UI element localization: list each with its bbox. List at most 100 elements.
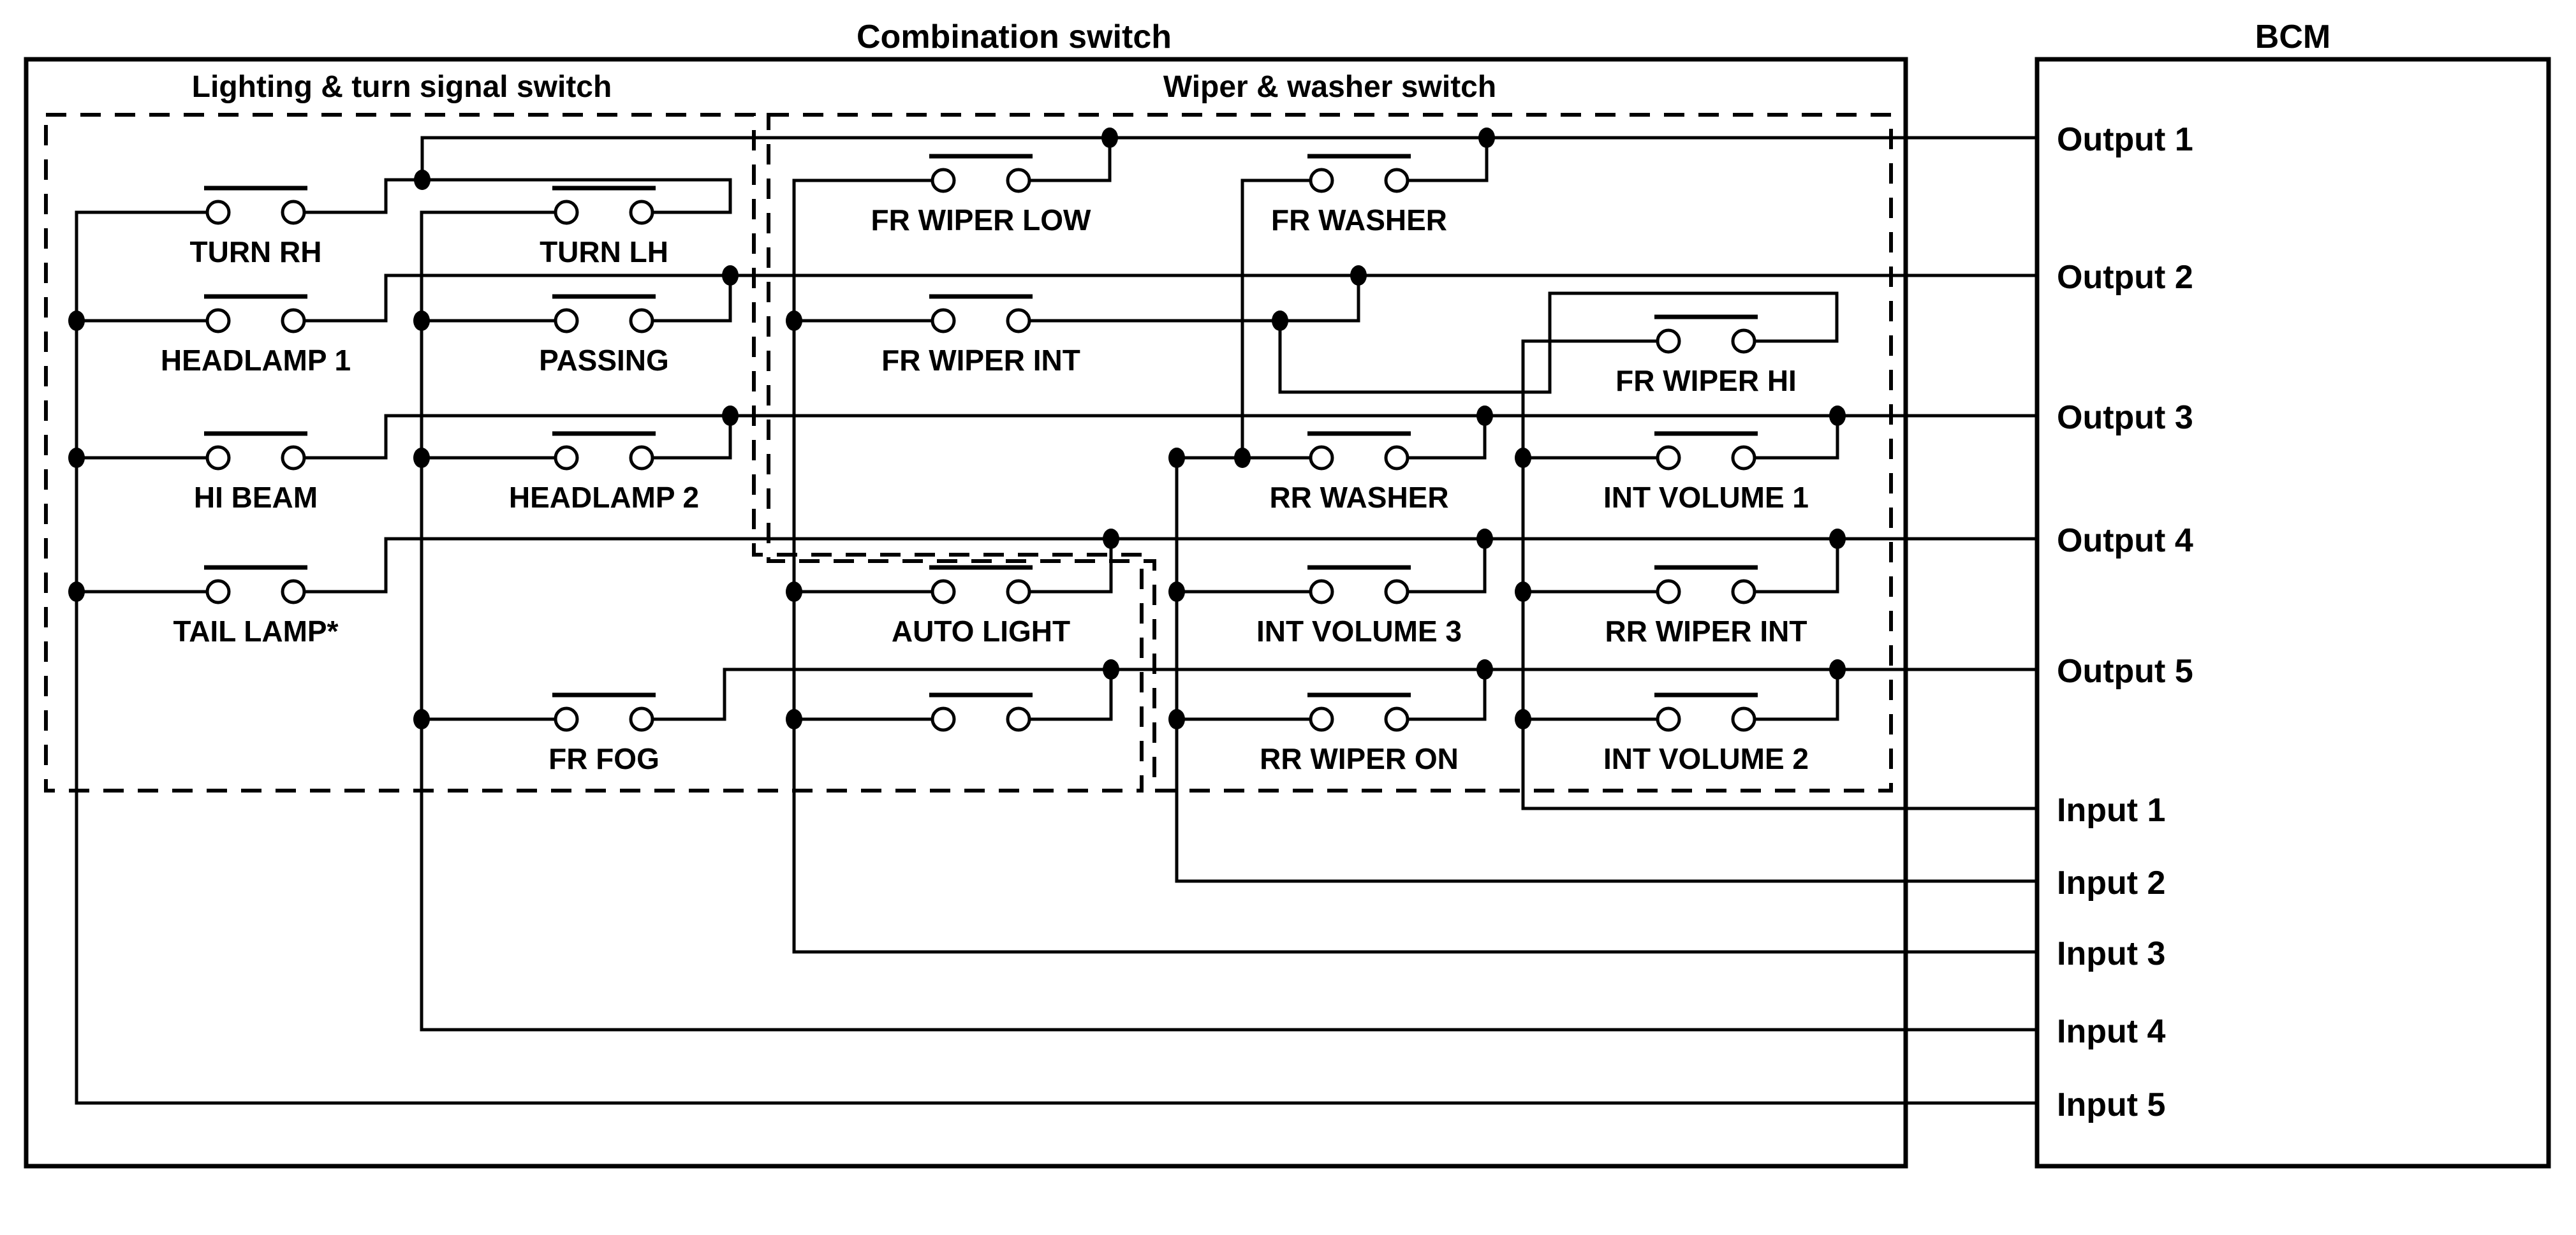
switch-fr-washer-label: FR WASHER (1271, 203, 1447, 237)
bus-input-5 (75, 210, 2039, 1105)
contact-circle (205, 200, 231, 225)
junction-dot (722, 406, 739, 426)
contact-circle (1384, 579, 1409, 604)
junction-dot (413, 448, 430, 468)
switch-int-volume-3: INT VOLUME 3 (1177, 565, 1485, 648)
wire-output-5 (723, 668, 2039, 721)
junction-dot (1168, 709, 1185, 729)
junction-dot (786, 311, 802, 331)
junction-dot (1478, 128, 1495, 148)
junction-dot (413, 311, 430, 331)
junction-dot (414, 170, 431, 190)
switch-fr-washer: FR WASHER (1242, 154, 1487, 237)
switch-fr-wiper-int: FR WIPER INT (794, 294, 1358, 377)
wiper-group-label: Wiper & washer switch (1163, 70, 1496, 104)
switch-int-volume-2-label: INT VOLUME 2 (1603, 742, 1809, 775)
switch-rr-wiper-on: RR WIPER ON (1177, 692, 1485, 775)
contact-circle (1006, 308, 1031, 333)
contact-circle (281, 579, 306, 604)
bcm-input-1-label: Input 1 (2057, 792, 2165, 829)
switch-fr-fog: FR FOG (422, 692, 725, 775)
junction-dot (1350, 265, 1367, 286)
bcm-input-3-label: Input 3 (2057, 935, 2165, 972)
switch-passing: PASSING (422, 294, 730, 377)
bus-input-1 (1521, 339, 2039, 810)
switch-fr-wiper-low: FR WIPER LOW (794, 154, 1110, 237)
contact-circle (1731, 706, 1756, 732)
bus-input-4 (420, 210, 2039, 1032)
lighting-group-label: Lighting & turn signal switch (192, 70, 612, 104)
contact-circle (629, 200, 654, 225)
switch-headlamp-1: HEADLAMP 1 (77, 294, 386, 377)
wiper-group-dashed-boundary (767, 113, 1893, 793)
contact-circle (1309, 706, 1334, 732)
contact-circle (205, 308, 231, 333)
switch-int-volume-1: INT VOLUME 1 (1523, 431, 1837, 514)
switch-rr-wiper-int: RR WIPER INT (1523, 565, 1837, 648)
contact-circle (629, 706, 654, 732)
switch-turn-lh-label: TURN LH (540, 235, 668, 268)
wire-output-2 (384, 274, 2039, 323)
contact-circle (281, 445, 306, 471)
contact-circle (205, 445, 231, 471)
lighting-group-dashed-boundary (44, 113, 1144, 793)
junction-dot (1476, 529, 1493, 549)
switch-fr-wiper-hi: FR WIPER HI (1523, 314, 1837, 397)
switch-tail-lamp: TAIL LAMP* (77, 565, 386, 648)
contact-circle (554, 200, 579, 225)
junction-dot (786, 581, 802, 602)
junction-dot (68, 581, 85, 602)
switch-fr-wiper-hi-label: FR WIPER HI (1616, 364, 1797, 397)
bcm-output-5-label: Output 5 (2057, 653, 2193, 690)
junction-dot (1168, 581, 1185, 602)
bus-input-3 (792, 179, 2039, 954)
switch-fr-wiper-int-label: FR WIPER INT (881, 344, 1080, 377)
junction-dot (722, 265, 739, 286)
bcm-output-3-label: Output 3 (2057, 399, 2193, 436)
switch-int-volume-2: INT VOLUME 2 (1523, 692, 1837, 775)
bcm-input-2-label: Input 2 (2057, 865, 2165, 902)
switch-tail-lamp-label: TAIL LAMP* (173, 615, 339, 648)
wire-turn-header-bus (384, 178, 732, 214)
contact-circle (629, 445, 654, 471)
junction-dot (1515, 581, 1531, 602)
bcm-input-5-label: Input 5 (2057, 1086, 2165, 1123)
switch-hi-beam: HI BEAM (77, 431, 386, 514)
combination-switch-box (24, 57, 1908, 1169)
switch-int-volume-3-label: INT VOLUME 3 (1256, 615, 1462, 648)
junction-dot (1234, 448, 1251, 468)
wire-output-1 (420, 136, 2039, 182)
junction-dot (1476, 406, 1493, 426)
contact-circle (205, 579, 231, 604)
contact-circle (1656, 579, 1681, 604)
switch-auto-light: AUTO LIGHT (794, 565, 1111, 648)
bcm-input-4-label: Input 4 (2057, 1013, 2166, 1050)
junction-dot (1101, 128, 1118, 148)
junction-dot (1829, 406, 1846, 426)
contact-circle (1384, 706, 1409, 732)
junction-dot (1476, 659, 1493, 680)
contact-circle (1006, 706, 1031, 732)
junction-dot (1829, 659, 1846, 680)
contact-circle (554, 706, 579, 732)
switch-fr-wiper-low-label: FR WIPER LOW (871, 203, 1092, 237)
junction-dot (1515, 709, 1531, 729)
bcm-output-1-label: Output 1 (2057, 121, 2193, 158)
contact-circle (554, 445, 579, 471)
contact-circle (1731, 445, 1756, 471)
contact-circle (1656, 328, 1681, 354)
contact-circle (281, 308, 306, 333)
contact-circle (1731, 328, 1756, 354)
junction-dot (1272, 311, 1288, 331)
contact-circle (1656, 706, 1681, 732)
switch-rr-washer-label: RR WASHER (1269, 481, 1448, 514)
contact-circle (1006, 168, 1031, 193)
junction-dot (1103, 659, 1119, 680)
contact-circle (931, 706, 956, 732)
switch-fr-fog-label: FR FOG (548, 742, 659, 775)
contact-circle (1006, 579, 1031, 604)
switch-int-volume-1-label: INT VOLUME 1 (1603, 481, 1809, 514)
junction-dot (786, 709, 802, 729)
